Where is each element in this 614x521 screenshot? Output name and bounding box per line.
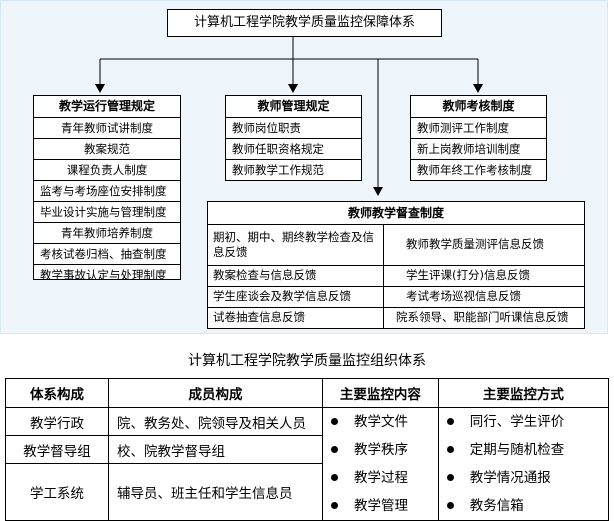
col3-item: 教师年终工作考核制度: [417, 163, 532, 177]
col1-item: 课程负责人制度: [34, 160, 180, 181]
main-title-box: 计算机工程学院教学质量监控保障体系: [167, 9, 442, 37]
bullet-icon: [331, 445, 338, 453]
col1-item: 毕业设计实施与管理制度: [34, 202, 180, 223]
col3-header: 教师考核制度: [411, 96, 546, 118]
col1-item: 青年教师试讲制度: [34, 118, 180, 139]
column-header: 主要监控内容: [322, 378, 439, 408]
table-row: 学工系统 辅导员、班主任和学生信息员: [5, 463, 609, 521]
bullet-icon: [331, 501, 338, 509]
teaching-operation-box: 教学运行管理规定 青年教师试讲制度 教案规范 课程负责人制度 监考与考场座位安排…: [33, 95, 181, 280]
content-label: 教学过程: [354, 470, 408, 486]
bullet-icon: [446, 473, 454, 481]
list-item: 教学文件: [323, 408, 438, 436]
teacher-assessment-box: 教师考核制度 教师测评工作制度 新上岗教师培训制度 教师年终工作考核制度: [410, 95, 547, 181]
supervision-cell: 学生评课(打分)信息反馈: [383, 265, 584, 287]
org-table: 体系构成 成员构成 主要监控内容 主要监控方式 教学行政 院、教务处、院领导及相…: [5, 378, 610, 521]
main-title: 计算机工程学院教学质量监控保障体系: [193, 15, 415, 30]
content-label: 教学管理: [354, 498, 408, 514]
connector-lines: [95, 37, 483, 196]
col3-item: 教师测评工作制度: [411, 118, 546, 139]
supervision-cell: 考试考场巡视信息反馈: [383, 286, 584, 308]
supervision-cell: 期初、期中、期终教学检查及信息反馈: [208, 225, 384, 266]
list-item: 教学秩序: [323, 436, 438, 464]
system-cell: 教学督导组: [5, 435, 109, 464]
col1-item: 考核试卷归档、抽查制度: [34, 244, 180, 265]
system-cell: 学工系统: [5, 463, 109, 521]
col1-item: 教学事故认定与处理制度: [40, 268, 167, 280]
table-row: 教案检查与信息反馈 学生评课(打分)信息反馈: [208, 265, 584, 287]
column-header: 体系构成: [5, 378, 109, 408]
col3-item: 新上岗教师培训制度: [411, 139, 546, 160]
members-cell: 院、教务处、院领导及相关人员: [108, 407, 323, 436]
col1-item: 青年教师培养制度: [34, 223, 180, 244]
supervision-cell: 学生座谈会及教学信息反馈: [208, 286, 384, 308]
table-row: 教学行政 院、教务处、院领导及相关人员 教学文件 教学秩序 教学过程 教学管理 …: [5, 407, 610, 521]
method-label: 定期与随机检查: [469, 442, 565, 458]
list-item: 教学过程: [323, 464, 438, 492]
method-label: 教学情况通报: [469, 470, 551, 486]
supervision-header: 教师教学督查制度: [208, 202, 584, 225]
list-item: 教学管理: [323, 492, 438, 520]
col1-header: 教学运行管理规定: [34, 96, 180, 118]
supervision-cell: 教案检查与信息反馈: [208, 265, 384, 287]
bullet-icon: [446, 445, 454, 453]
content-label: 教学秩序: [354, 442, 408, 458]
list-item: 教学情况通报: [439, 464, 608, 492]
method-label: 同行、学生评价: [469, 414, 565, 430]
table-header-row: 体系构成 成员构成 主要监控内容 主要监控方式: [5, 378, 610, 408]
method-label: 教务信箱: [469, 498, 524, 514]
table-row: 教学督导组 校、院教学督导组: [5, 435, 609, 464]
col1-item: 教案规范: [34, 139, 180, 160]
teaching-supervision-box: 教师教学督查制度 期初、期中、期终教学检查及信息反馈 教师教学质量测评信息反馈 …: [207, 201, 585, 329]
col2-header: 教师管理规定: [226, 96, 361, 118]
monitor-content-list: 教学文件 教学秩序 教学过程 教学管理: [322, 407, 439, 521]
supervision-cell: 试卷抽查信息反馈: [208, 307, 384, 328]
col2-item: 教师岗位职责: [226, 118, 361, 139]
bullet-icon: [331, 417, 338, 425]
org-title: 计算机工程学院教学质量监控组织体系: [188, 353, 426, 369]
col2-item: 教师任职资格规定: [226, 139, 361, 160]
table-row: 期初、期中、期终教学检查及信息反馈 教师教学质量测评信息反馈: [208, 225, 584, 266]
table-row: 学生座谈会及教学信息反馈 考试考场巡视信息反馈: [208, 286, 584, 308]
list-item: 教务信箱: [439, 492, 608, 520]
supervision-cell: 院系领导、职能部门听课信息反馈: [396, 310, 569, 325]
supervision-cell: 教师教学质量测评信息反馈: [383, 225, 584, 266]
list-item: 定期与随机检查: [439, 436, 608, 464]
members-cell: 辅导员、班主任和学生信息员: [108, 463, 323, 521]
teacher-management-box: 教师管理规定 教师岗位职责 教师任职资格规定 教师教学工作规范: [225, 95, 362, 181]
supervision-table: 期初、期中、期终教学检查及信息反馈 教师教学质量测评信息反馈 教案检查与信息反馈…: [208, 225, 584, 328]
members-cell: 校、院教学督导组: [108, 435, 323, 464]
column-header: 成员构成: [108, 378, 323, 408]
col2-item: 教师教学工作规范: [232, 163, 324, 177]
monitor-method-list: 同行、学生评价 定期与随机检查 教学情况通报 教务信箱: [437, 407, 610, 521]
bullet-icon: [331, 473, 338, 481]
list-item: 同行、学生评价: [439, 408, 608, 436]
bullet-icon: [446, 501, 454, 509]
system-cell: 教学行政: [5, 407, 109, 436]
col1-item: 监考与考场座位安排制度: [34, 181, 180, 202]
content-label: 教学文件: [354, 414, 408, 430]
table-row: 试卷抽查信息反馈 院系领导、职能部门听课信息反馈: [208, 307, 584, 328]
bullet-icon: [446, 417, 454, 425]
column-header: 主要监控方式: [437, 378, 610, 408]
